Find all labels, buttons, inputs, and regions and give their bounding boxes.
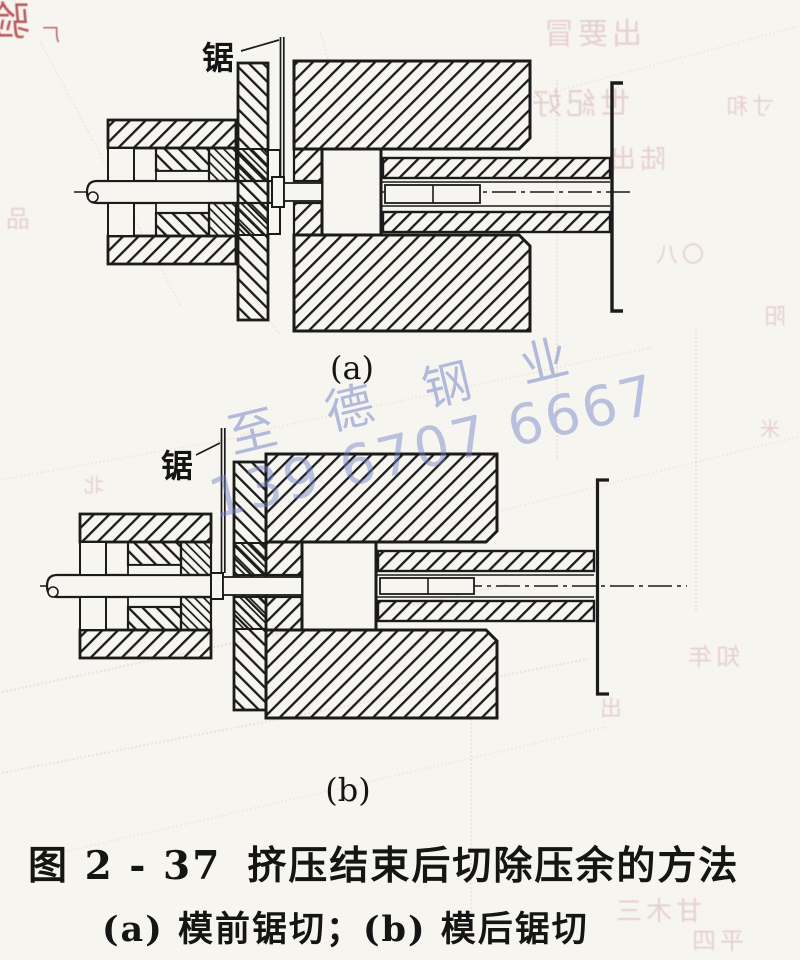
part-a-label: (a): [329, 349, 375, 387]
saw-label-b: 锯: [161, 447, 194, 485]
rod-collar-a: [271, 176, 285, 208]
container-b: [222, 452, 499, 720]
figure-subcaption: (a) 模前锯切；(b) 模后锯切: [102, 909, 589, 950]
saw-blade-a: [279, 37, 285, 177]
die-plate-a: [236, 61, 281, 322]
stem-assembly-b: [78, 512, 213, 660]
figure-title: 挤压结束后切除压余的方法: [247, 843, 740, 889]
die-chamber-b: [300, 540, 378, 632]
product-tube-a: [381, 156, 612, 234]
rod-stub-a: [283, 182, 323, 202]
clamp-bracket-a: [610, 81, 623, 313]
product-tube-b: [376, 549, 596, 623]
diagram-b: [40, 428, 687, 720]
stem-rod-a: [85, 179, 286, 205]
diagram-a: [74, 37, 630, 333]
saw-leader-b: [195, 442, 221, 456]
figure-caption: 图 2 - 37 挤压结束后切除压余的方法: [28, 835, 739, 891]
mandrel-tip-b: [379, 577, 475, 595]
rod-stub-b: [222, 576, 303, 596]
rod-tip-b: [47, 586, 59, 598]
rod-tip-a: [87, 191, 99, 203]
saw-leader-a: [240, 39, 280, 52]
stem-rod-b: [45, 573, 214, 599]
saw-label-a: 锯: [202, 39, 235, 77]
figure-number: 图 2 - 37: [28, 843, 222, 889]
clamp-bracket-b: [595, 478, 609, 696]
die-chamber-a: [320, 147, 383, 237]
container-a: [283, 59, 532, 333]
saw-blade-b: [220, 428, 226, 573]
rod-collar-b: [210, 572, 224, 600]
stem-assembly-a: [106, 118, 238, 266]
part-b-label: (b): [325, 771, 371, 809]
